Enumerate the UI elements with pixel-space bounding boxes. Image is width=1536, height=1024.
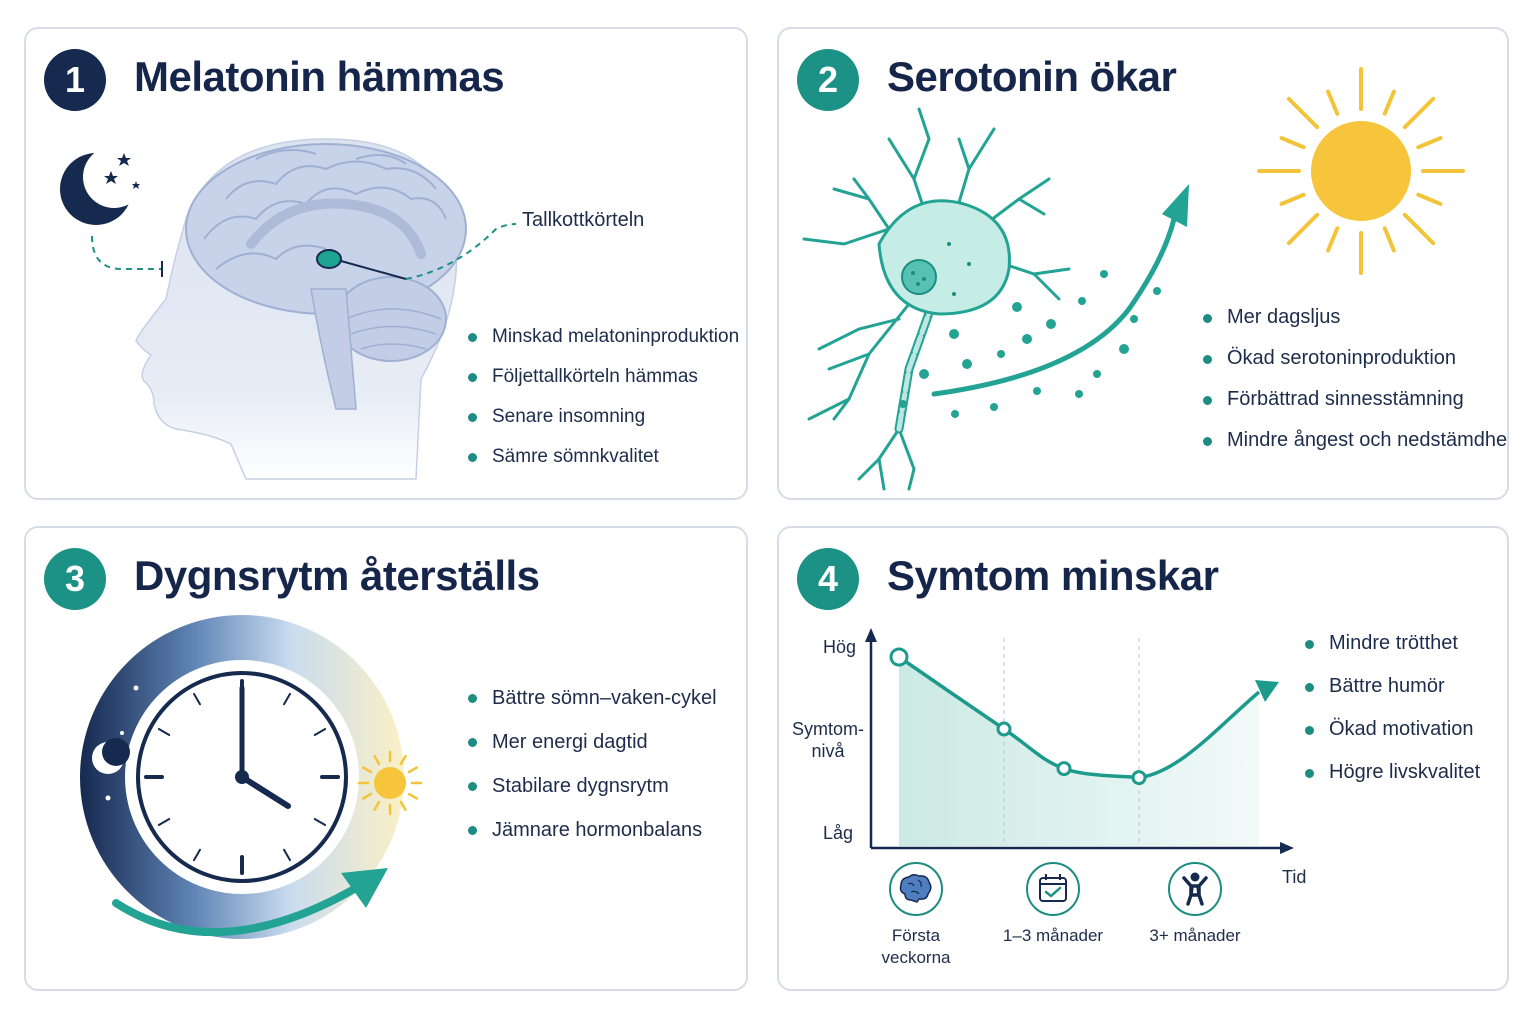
- rising-arrow: [931, 216, 1177, 397]
- trend-line: [1138, 690, 1261, 780]
- list-item: Förbättrad sinnesstämning: [1203, 379, 1507, 420]
- list-item: Ökad motivation: [1305, 708, 1480, 751]
- series-line: [898, 655, 1140, 780]
- list-item: Mindre trötthet: [1305, 622, 1480, 665]
- milestone-label: 1–3 månader: [1002, 926, 1104, 945]
- milestone-label: Första veckorna: [881, 926, 951, 967]
- step-badge: 3: [44, 548, 106, 610]
- sun-icon: [357, 750, 423, 816]
- list-item: Minskad melatoninproduktion: [468, 317, 739, 357]
- chart-area-fill: [899, 657, 1259, 846]
- list-item: Bättre humör: [1305, 665, 1480, 708]
- list-item: Stabilare dygnsrytm: [468, 764, 717, 808]
- y-axis-high-label: Hög: [823, 637, 857, 657]
- data-point: [996, 721, 1012, 737]
- neuron-sun-illustration: [802, 67, 1465, 491]
- data-point: [1056, 761, 1072, 777]
- panel-title: Symtom minskar: [887, 552, 1219, 599]
- step-badge: 1: [44, 49, 106, 111]
- milestone-label: 3+ månader: [1149, 926, 1241, 945]
- symptom-chart: [865, 628, 1294, 854]
- hour-hand: [239, 774, 291, 809]
- y-axis-low-label: Låg: [823, 823, 854, 843]
- data-point: [889, 647, 909, 667]
- list-item: Ökad serotoninproduktion: [1203, 338, 1507, 379]
- sun-icon: [1257, 67, 1465, 275]
- list-item: Följettallkörteln hämmas: [468, 357, 739, 397]
- list-item: Sämre sömnkvalitet: [468, 437, 739, 477]
- data-point: [1131, 770, 1147, 786]
- calendar-check-icon: [1026, 862, 1080, 916]
- panel-title: Dygnsrytm återställs: [134, 552, 540, 599]
- list-item: Senare insomning: [468, 397, 739, 437]
- step-badge: 4: [797, 548, 859, 610]
- moon-icon: [92, 738, 130, 774]
- step-badge: 2: [797, 49, 859, 111]
- pineal-callout-label: Tallkottkörteln: [522, 209, 645, 231]
- x-axis-label: Tid: [1282, 867, 1307, 887]
- stars-icon: [104, 153, 140, 189]
- head-brain-illustration: [60, 138, 517, 480]
- effects-list: Bättre sömn–vaken-cykel Mer energi dagti…: [468, 676, 717, 852]
- panel-title: Melatonin hämmas: [134, 53, 505, 100]
- effects-list: Mindre trötthet Bättre humör Ökad motiva…: [1305, 622, 1480, 794]
- stars-icon: [105, 685, 146, 830]
- effects-list: Minskad melatoninproduktion Följettallkö…: [468, 317, 739, 477]
- clock-cycle-illustration: [80, 615, 423, 939]
- trend-arrowhead: [1255, 680, 1279, 702]
- panel-title: Serotonin ökar: [887, 53, 1177, 100]
- brain-icon: [889, 862, 943, 916]
- list-item: Mindre ångest och nedstämdhet: [1203, 420, 1507, 461]
- panel-serotonin: 2 Serotonin ökar: [777, 27, 1509, 500]
- cycle-arrow: [112, 884, 360, 937]
- list-item: Mer dagsljus: [1203, 297, 1507, 338]
- panel-melatonin: 1 Melatonin hämmas: [24, 27, 748, 500]
- panel-symptoms: 4 Symtom minskar Hög Symtom- nivå Låg Ti…: [777, 526, 1509, 991]
- list-item: Bättre sömn–vaken-cykel: [468, 676, 717, 720]
- list-item: Jämnare hormonbalans: [468, 808, 717, 852]
- list-item: Högre livskvalitet: [1305, 751, 1480, 794]
- person-cheering-icon: [1168, 862, 1222, 916]
- effects-list: Mer dagsljus Ökad serotoninproduktion Fö…: [1203, 297, 1507, 461]
- panel-circadian: 3 Dygnsrytm återställs: [24, 526, 748, 991]
- serotonin-particles: [899, 270, 1161, 418]
- y-axis-label: Symtom- nivå: [792, 719, 864, 761]
- pineal-gland: [316, 249, 342, 269]
- list-item: Mer energi dagtid: [468, 720, 717, 764]
- moon-icon: [60, 146, 145, 225]
